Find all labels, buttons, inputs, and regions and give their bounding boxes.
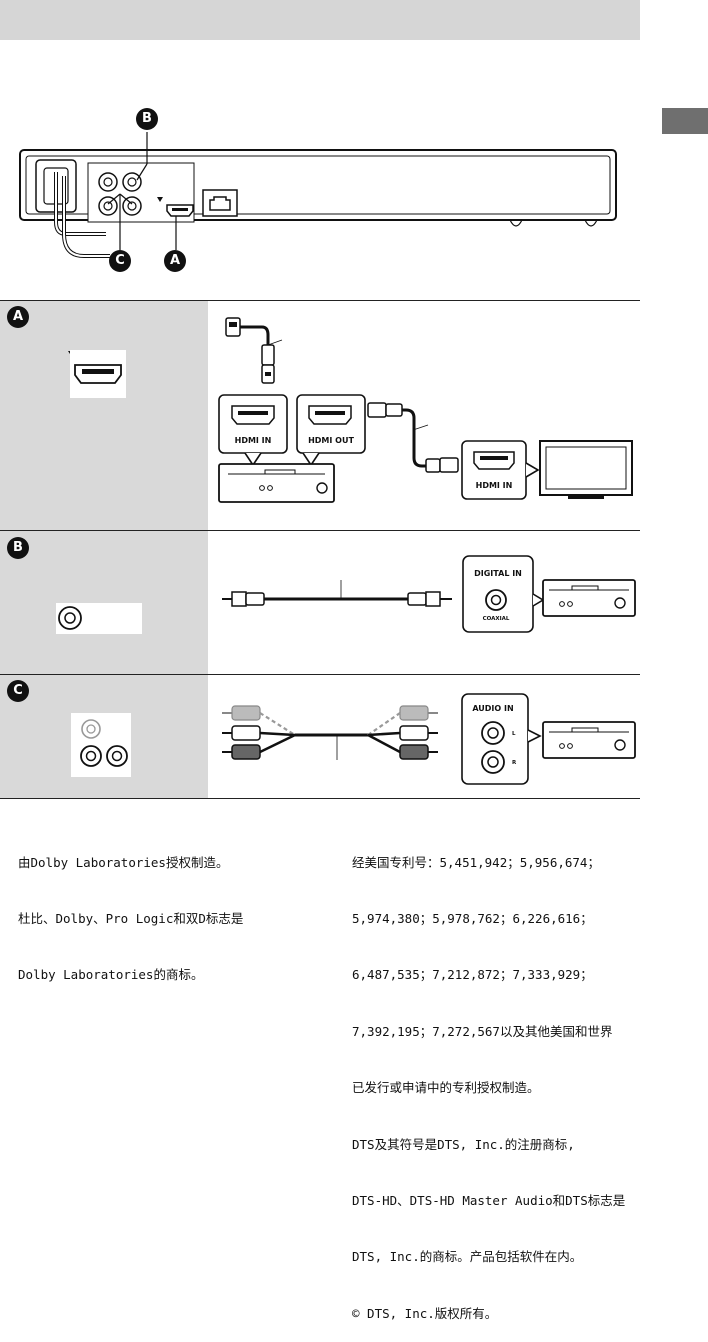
connection-diagram: HDMI IN HDMI OUT HDMI IN <box>19 132 636 785</box>
hdmi-cable-1 <box>225 317 283 384</box>
player-rear-panel <box>19 132 617 258</box>
notice-line: DTS, Inc.的商标。产品包括软件在内。 <box>352 1249 583 1265</box>
tv-hdmi-in-label: HDMI IN <box>476 481 513 490</box>
av-amplifier <box>218 463 335 503</box>
divider <box>0 674 640 675</box>
coaxial-jack <box>98 172 118 192</box>
left-channel-label: L <box>512 731 516 737</box>
notice-line: 5,974,380；5,978,762；6,226,616； <box>352 910 593 926</box>
panel-c-port-illustration <box>71 713 131 777</box>
right-channel-label: R <box>512 760 517 766</box>
divider <box>0 798 640 799</box>
audio-in-label: AUDIO IN <box>472 704 513 713</box>
audio-jack <box>98 172 142 216</box>
notice-line: 杜比、Dolby、Pro Logic和双D标志是 <box>18 910 244 926</box>
audio-in-port: AUDIO IN L R <box>461 693 542 785</box>
marker-b-top: B <box>136 108 158 130</box>
dts-notice: 经美国专利号：5,451,942；5,956,674； 5,974,380；5,… <box>352 816 625 1342</box>
notice-line: Dolby Laboratories的商标。 <box>18 967 204 983</box>
panel-c-marker: C <box>7 680 29 702</box>
tv-icon <box>539 440 633 499</box>
amplifier-hdmi-out: HDMI OUT <box>296 394 366 467</box>
dolby-notice: 由Dolby Laboratories授权制造。 杜比、Dolby、Pro Lo… <box>18 816 243 1004</box>
panel-b-port-area <box>0 531 208 674</box>
notice-line: 7,392,195；7,272,567以及其他美国和世界 <box>352 1023 613 1039</box>
notice-line: 6,487,535；7,212,872；7,333,929； <box>352 967 593 983</box>
panel-a-port-illustration <box>68 350 126 398</box>
chapter-tab <box>662 108 708 134</box>
audio-cable <box>222 705 438 760</box>
notice-line: DTS-HD、DTS-HD Master Audio和DTS标志是 <box>352 1192 626 1208</box>
tv-hdmi-in: HDMI IN <box>461 440 540 500</box>
notice-line: 由Dolby Laboratories授权制造。 <box>18 854 229 870</box>
notice-line: 已发行或申请中的专利授权制造。 <box>352 1080 540 1096</box>
panel-a-port-area <box>0 301 208 530</box>
header-bar <box>0 0 640 40</box>
notice-line: DTS及其符号是DTS, Inc.的注册商标, <box>352 1136 575 1152</box>
lan-port <box>202 189 238 217</box>
panel-a-marker: A <box>7 306 29 328</box>
coaxial-cable <box>222 580 452 607</box>
av-amplifier <box>542 721 636 759</box>
hdmi-in-label: HDMI IN <box>235 436 272 445</box>
digital-in-coaxial-port: DIGITAL IN COAXIAL <box>462 555 545 633</box>
panel-b-port-illustration <box>56 603 142 634</box>
amplifier-hdmi-in: HDMI IN <box>218 394 288 467</box>
notice-line: 经美国专利号：5,451,942；5,956,674； <box>352 854 600 870</box>
hdmi-out-jack <box>166 204 194 217</box>
notice-line: © DTS, Inc.版权所有。 <box>352 1305 498 1321</box>
panel-b-marker: B <box>7 537 29 559</box>
coaxial-label: COAXIAL <box>483 616 510 622</box>
divider <box>0 530 640 531</box>
av-amplifier <box>542 579 636 617</box>
digital-in-label: DIGITAL IN <box>474 569 522 578</box>
marker-a-bottom: A <box>164 250 186 272</box>
hdmi-out-label: HDMI OUT <box>308 436 354 445</box>
hdmi-cable-2 <box>367 402 459 473</box>
divider <box>0 300 640 301</box>
marker-c-bottom: C <box>109 250 131 272</box>
